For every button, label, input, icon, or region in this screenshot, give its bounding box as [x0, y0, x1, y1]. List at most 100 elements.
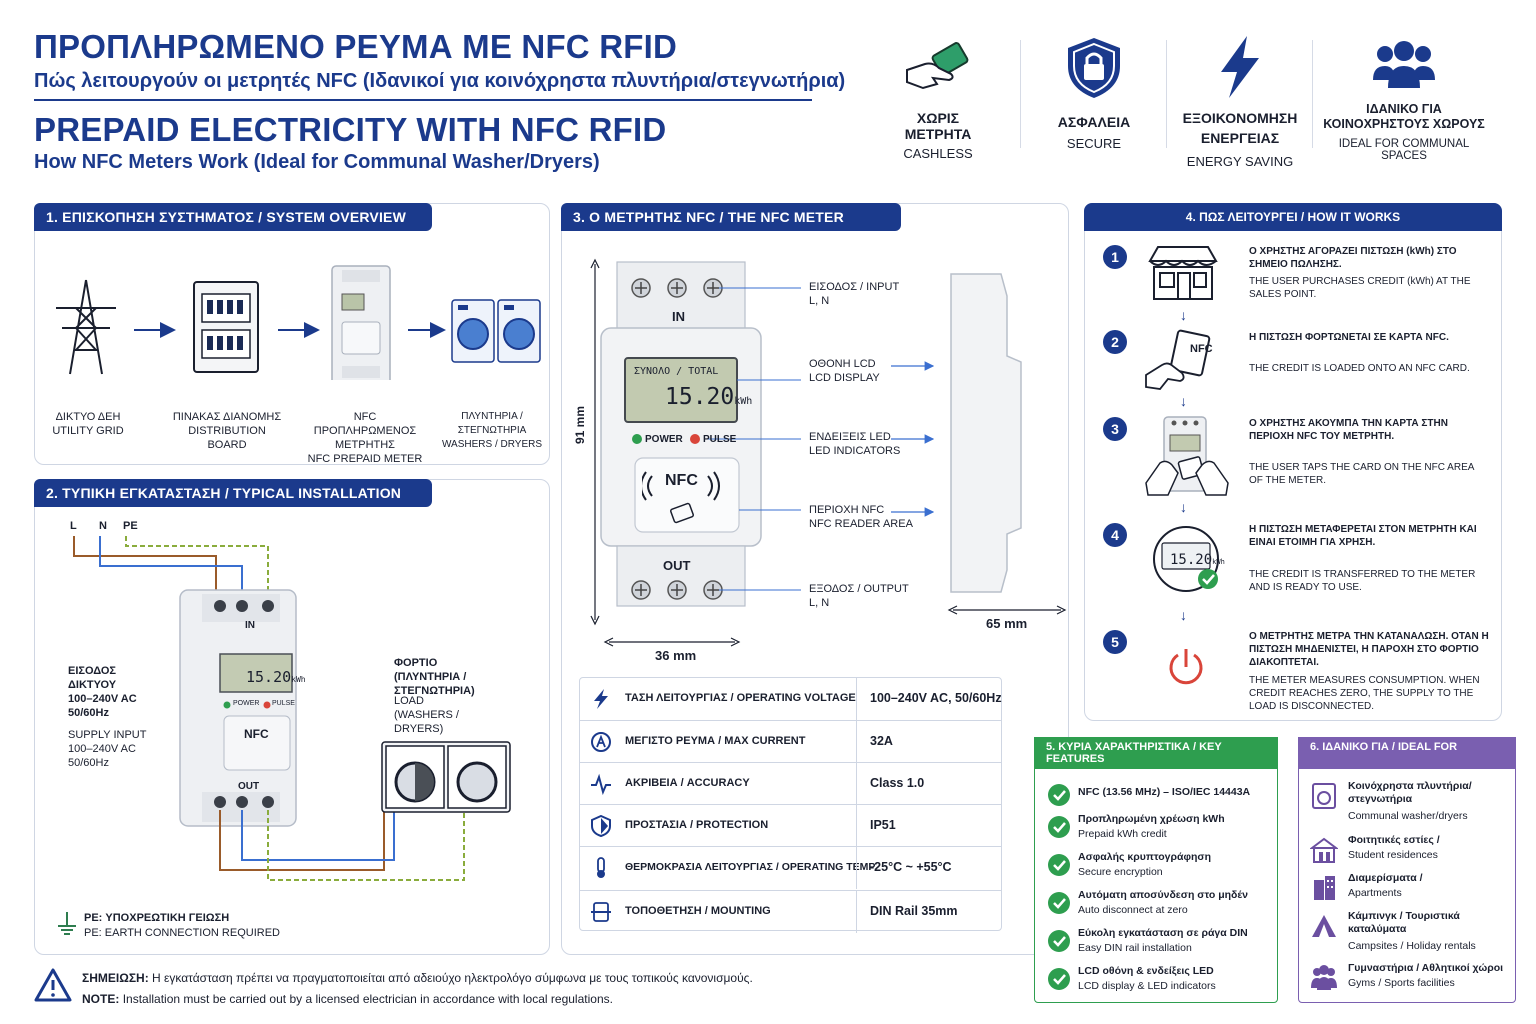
system-overview-diagram	[56, 265, 541, 380]
subtitle-english: How NFC Meters Work (Ideal for Communal …	[34, 151, 600, 173]
credit-display-icon	[1153, 526, 1219, 592]
washer-dryer-icon	[451, 299, 541, 363]
step-number: 2	[1103, 330, 1127, 354]
step-arrow-down: ↓	[1180, 393, 1187, 409]
warning-icon	[34, 968, 72, 1002]
step-number: 3	[1103, 417, 1127, 441]
meter-pulse-led: PULSE	[703, 434, 737, 445]
din-rail-icon	[591, 902, 611, 922]
wire-label-n: N	[99, 520, 107, 532]
badge-sub: CASHLESS	[903, 146, 973, 161]
nfc-meter-heading: 3. Ο ΜΕΤΡΗΤΗΣ NFC / THE NFC METER	[561, 203, 901, 231]
check-marks	[1053, 790, 1066, 985]
check-icon	[1048, 968, 1070, 990]
install-pulse-led: PULSE	[272, 700, 295, 707]
system-overview-heading: 1. ΕΠΙΣΚΟΠΗΣΗ ΣΥΣΤΗΜΑΤΟΣ / SYSTEM OVERVI…	[34, 203, 432, 231]
check-icon	[1048, 816, 1070, 838]
badge-title: ΕΞΟΙΚΟΝΟΜΗΣΗ ΕΝΕΡΓΕΙΑΣ	[1182, 110, 1298, 146]
step-arrow-down: ↓	[1180, 307, 1187, 323]
title-english: PREPAID ELECTRICITY WITH NFC RFID	[34, 111, 667, 148]
nfc-waves-icon	[642, 471, 720, 524]
shop-icon	[1148, 246, 1218, 300]
spec-row: ΘΕΡΜΟΚΡΑΣΙΑ ΛΕΙΤΟΥΡΓΙΑΣ / OPERATING TEMP…	[580, 846, 1002, 890]
check-icon	[1048, 854, 1070, 876]
distribution-board-icon	[193, 281, 259, 373]
tent-icon	[1312, 915, 1336, 937]
badge-title: ΧΩΡΙΣ ΜΕΤΡΗΤΑ	[904, 110, 972, 142]
install-out-label: OUT	[238, 781, 260, 792]
badge-cashless: ΧΩΡΙΣ ΜΕΤΡΗΤΑ CASHLESS	[882, 40, 994, 161]
tap-meter-icon	[1145, 416, 1229, 496]
lightning-icon	[1221, 36, 1259, 98]
feature-item: NFC (13.56 MHz) – ISO/IEC 14443A	[1048, 780, 1278, 816]
badge-sub: SECURE	[1066, 136, 1122, 151]
install-nfc-label: NFC	[244, 727, 269, 741]
meter-nfc-label: NFC	[665, 472, 698, 489]
install-display-value: 15.20kWh	[246, 668, 306, 686]
utility-tower-icon	[56, 279, 116, 375]
washer-icon	[1312, 783, 1336, 809]
thermometer-icon	[597, 857, 605, 878]
badge-energy-saving: ΕΞΟΙΚΟΝΟΜΗΣΗ ΕΝΕΡΓΕΙΑΣ ENERGY SAVING	[1176, 34, 1304, 169]
install-power-led: POWER	[233, 700, 260, 707]
step-number: 1	[1103, 245, 1127, 269]
step-arrow-down: ↓	[1180, 607, 1187, 623]
wire-label-pe: PE	[123, 520, 138, 532]
step-number: 5	[1103, 630, 1127, 654]
note-english: NOTE: Installation must be carried out b…	[82, 992, 613, 1006]
ideal-for-heading: 6. ΙΔΑΝΙΚΟ ΓΙΑ / IDEAL FOR	[1298, 737, 1516, 769]
steps-list: 1 Ο ΧΡΗΣΤΗΣ ΑΓΟΡΑΖΕΙ ΠΙΣΤΩΣΗ (kWh) ΣΤΟ Σ…	[1084, 203, 1502, 721]
people-icon	[1311, 965, 1337, 990]
badge-sub: ENERGY SAVING	[1186, 154, 1294, 169]
card-hand-icon	[906, 42, 969, 90]
residence-icon	[1310, 837, 1338, 863]
features-list: NFC (13.56 MHz) – ISO/IEC 14443A Προπληρ…	[1034, 780, 1278, 1000]
note-greek: ΣΗΜΕΙΩΣΗ: Η εγκατάσταση πρέπει να πραγμα…	[82, 971, 753, 985]
lightning-icon	[594, 689, 608, 709]
install-in-label: IN	[245, 620, 255, 631]
ampere-icon	[591, 732, 611, 752]
key-features-panel	[1034, 737, 1278, 1003]
earth-note-greek: PE: ΥΠΟΧΡΕΩΤΙΚΗ ΓΕΙΩΣΗ	[84, 912, 230, 924]
step-number: 4	[1103, 523, 1127, 547]
group-icon	[1373, 41, 1435, 88]
subtitle-greek: Πώς λειτουργούν οι μετρητές NFC (Ιδανικο…	[34, 70, 846, 92]
pulse-wave-icon	[591, 773, 611, 795]
installation-heading: 2. ΤΥΠΙΚΗ ΕΓΚΑΤΑΣΤΑΣΗ / TYPICAL INSTALLA…	[34, 479, 432, 507]
meter-out-label: OUT	[663, 558, 691, 573]
mini-display-value: 15.20kWh	[1170, 552, 1225, 568]
badge-title: ΙΔΑΝΙΚΟ ΓΙΑ ΚΟΙΝΟΧΡΗΣΤΟΥΣ ΧΩΡΟΥΣ	[1323, 102, 1485, 131]
load-label-greek: ΦΟΡΤΙΟ (ΠΛΥΝΤΗΡΙΑ / ΣΤΕΓΝΩΤΗΡΙΑ)	[394, 657, 475, 697]
meter-display-value: 15.20kWh	[665, 384, 753, 410]
badge-secure: ΑΣΦΑΛΕΙΑ SECURE	[1040, 36, 1148, 151]
load-label-english: LOAD (WASHERS / DRYERS)	[394, 695, 459, 735]
power-icon	[1169, 649, 1203, 685]
badge-communal: ΙΔΑΝΙΚΟ ΓΙΑ ΚΟΙΝΟΧΡΗΣΤΟΥΣ ΧΩΡΟΥΣ IDEAL F…	[1318, 40, 1490, 162]
shield-icon	[591, 815, 611, 837]
header-divider	[34, 99, 812, 101]
meter-display-top: ΣΥΝΟΛΟ / TOTAL	[634, 366, 719, 377]
meter-drawing	[590, 258, 1067, 647]
earth-icon	[58, 912, 76, 935]
